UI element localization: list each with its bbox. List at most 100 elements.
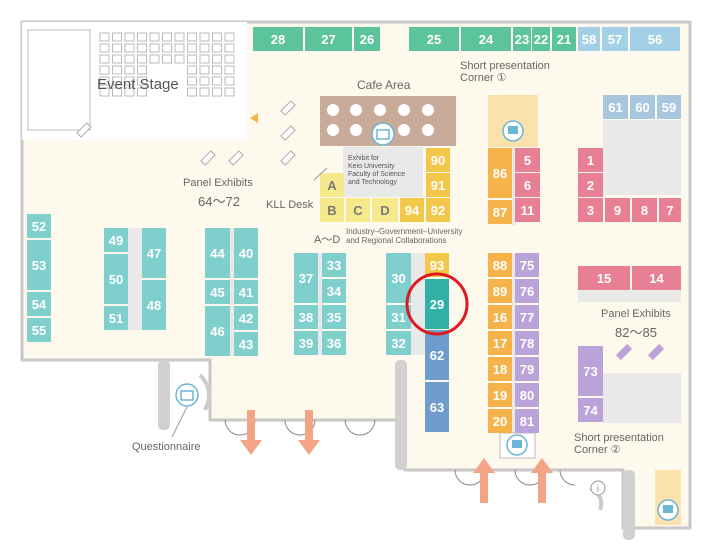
- booth-45[interactable]: [205, 280, 230, 304]
- booth-5[interactable]: [515, 148, 540, 172]
- cafe-table-icon: [327, 124, 339, 136]
- seat: [212, 43, 222, 53]
- booth-42[interactable]: [234, 306, 258, 330]
- booth-89[interactable]: [488, 279, 512, 303]
- booth-label-D: D: [380, 203, 389, 218]
- booth-37[interactable]: [294, 253, 318, 303]
- booth-80[interactable]: [515, 383, 539, 407]
- booth-label-27: 27: [321, 32, 335, 47]
- booth-24[interactable]: [461, 27, 511, 51]
- booth-79[interactable]: [515, 357, 539, 381]
- booth-D[interactable]: [372, 198, 398, 222]
- booth-61[interactable]: [603, 95, 628, 119]
- seat: [187, 76, 197, 86]
- panel-exhibit-markers-64-72: [76, 100, 296, 166]
- booth-41[interactable]: [234, 280, 258, 304]
- booth-74[interactable]: [578, 398, 603, 422]
- booth-73[interactable]: [578, 346, 603, 396]
- booth-63[interactable]: [425, 382, 449, 432]
- booth-56[interactable]: [630, 27, 680, 51]
- booth-58[interactable]: [578, 27, 600, 51]
- booth-48[interactable]: [142, 280, 166, 330]
- booth-30[interactable]: [386, 253, 411, 303]
- booth-57[interactable]: [602, 27, 628, 51]
- booth-17[interactable]: [488, 331, 512, 355]
- booth-38[interactable]: [294, 305, 318, 329]
- booth-76[interactable]: [515, 279, 539, 303]
- booth-87[interactable]: [488, 200, 512, 224]
- booth-53[interactable]: [27, 240, 51, 290]
- booth-29[interactable]: [425, 279, 449, 329]
- booth-label-C: C: [353, 203, 363, 218]
- booth-28[interactable]: [253, 27, 303, 51]
- booth-59[interactable]: [657, 95, 681, 119]
- booth-22[interactable]: [532, 27, 550, 51]
- booth-label-18: 18: [493, 362, 507, 377]
- booth-62[interactable]: [425, 330, 449, 380]
- booth-3[interactable]: [578, 198, 603, 222]
- booth-19[interactable]: [488, 383, 512, 407]
- booth-36[interactable]: [322, 331, 346, 355]
- booth-11[interactable]: [515, 198, 540, 222]
- booth-92[interactable]: [426, 198, 450, 222]
- booth-50[interactable]: [104, 254, 128, 304]
- booth-88[interactable]: [488, 253, 512, 277]
- booth-60[interactable]: [630, 95, 655, 119]
- booth-26[interactable]: [354, 27, 380, 51]
- booth-78[interactable]: [515, 331, 539, 355]
- booth-75[interactable]: [515, 253, 539, 277]
- booth-7[interactable]: [659, 198, 681, 222]
- cafe-table-icon: [327, 104, 339, 116]
- svg-text:i: i: [597, 484, 599, 495]
- booth-B[interactable]: [320, 198, 344, 222]
- booth-label-17: 17: [493, 336, 507, 351]
- booth-44[interactable]: [205, 228, 230, 278]
- booth-23[interactable]: [513, 27, 531, 51]
- booth-label-32: 32: [391, 336, 405, 351]
- booth-15[interactable]: [578, 266, 630, 290]
- booth-55[interactable]: [27, 318, 51, 342]
- booth-33[interactable]: [322, 253, 346, 277]
- booth-20[interactable]: [488, 409, 512, 433]
- booth-94[interactable]: [400, 198, 424, 222]
- booth-40[interactable]: [234, 228, 258, 278]
- booth-label-59: 59: [662, 100, 676, 115]
- booth-47[interactable]: [142, 228, 166, 278]
- booth-52[interactable]: [27, 214, 51, 238]
- booth-46[interactable]: [205, 306, 230, 356]
- booth-43[interactable]: [234, 332, 258, 356]
- booth-27[interactable]: [305, 27, 352, 51]
- booth-25[interactable]: [409, 27, 459, 51]
- booth-label-89: 89: [493, 284, 507, 299]
- booth-9[interactable]: [605, 198, 630, 222]
- seat: [99, 87, 110, 97]
- booth-39[interactable]: [294, 331, 318, 355]
- booth-54[interactable]: [27, 292, 51, 316]
- booth-90[interactable]: [426, 148, 450, 172]
- booth-91[interactable]: [426, 173, 450, 197]
- panel-exhibits-label-2: Panel Exhibits: [601, 308, 671, 320]
- booth-8[interactable]: [632, 198, 657, 222]
- booth-81[interactable]: [515, 409, 539, 433]
- booth-34[interactable]: [322, 279, 346, 303]
- booth-14[interactable]: [632, 266, 681, 290]
- short-presentation-corner-2-label: Short presentation Corner ②: [574, 432, 664, 456]
- booth-77[interactable]: [515, 305, 539, 329]
- booth-2[interactable]: [578, 173, 603, 197]
- booth-label-88: 88: [493, 258, 507, 273]
- booth-1[interactable]: [578, 148, 603, 172]
- booth-35[interactable]: [322, 305, 346, 329]
- booth-51[interactable]: [104, 306, 128, 330]
- booth-32[interactable]: [386, 331, 411, 355]
- cafe-table-icon: [350, 104, 362, 116]
- booth-49[interactable]: [104, 228, 128, 252]
- booth-18[interactable]: [488, 357, 512, 381]
- presentation-screen-icon: [506, 434, 528, 456]
- booth-A[interactable]: [320, 173, 344, 197]
- booth-6[interactable]: [515, 173, 540, 197]
- booth-21[interactable]: [552, 27, 576, 51]
- booth-C[interactable]: [346, 198, 370, 222]
- booth-16[interactable]: [488, 305, 512, 329]
- booth-label-19: 19: [493, 388, 507, 403]
- booth-86[interactable]: [488, 148, 512, 198]
